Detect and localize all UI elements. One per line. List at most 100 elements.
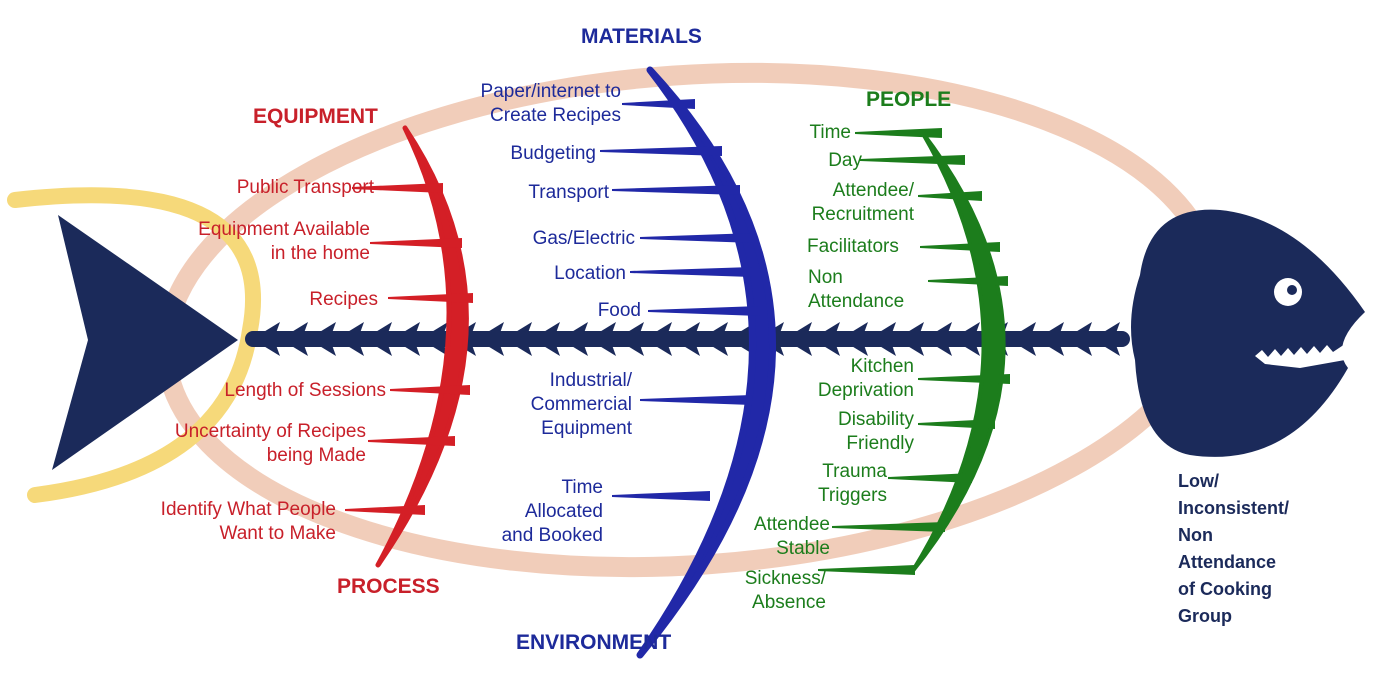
spine-spike — [318, 322, 336, 333]
cause-attendee-stable: Attendee Stable — [753, 514, 830, 559]
cause-time-allocated: Time Allocated and Booked — [501, 477, 603, 546]
cause-branch — [370, 238, 462, 248]
cause-branch — [640, 395, 752, 405]
spine-spike — [794, 345, 812, 356]
spine-spike — [962, 345, 980, 356]
cause-trauma-triggers: Trauma Triggers — [818, 461, 887, 506]
cause-branch — [390, 385, 470, 395]
spine-spike — [626, 322, 644, 333]
cause-budgeting: Budgeting — [510, 143, 596, 164]
spine-spike — [262, 322, 280, 333]
fish-head — [1131, 209, 1365, 457]
spine-spike — [1074, 322, 1092, 333]
cause-branch — [818, 565, 915, 575]
spine-spike — [1046, 322, 1064, 333]
spine-spike — [822, 345, 840, 356]
spine-spike — [542, 322, 560, 333]
cause-branch — [918, 374, 1010, 384]
cause-branch — [918, 191, 982, 201]
category-equipment: EQUIPMENT — [253, 105, 378, 128]
cause-disability-friendly: Disability Friendly — [837, 409, 914, 454]
cause-time: Time — [809, 122, 851, 143]
cause-paper-internet: Paper/internet to Create Recipes — [480, 81, 621, 126]
cause-facilitators: Facilitators — [807, 236, 899, 257]
spine-spike — [1102, 345, 1120, 356]
fish-teeth — [1255, 342, 1348, 368]
spine-spike — [1018, 322, 1036, 333]
materials-rib — [636, 66, 777, 659]
spine-spike — [962, 322, 980, 333]
cause-branches — [345, 99, 1010, 575]
cause-uncertainty-of-recipes: Uncertainty of Recipes being Made — [174, 421, 366, 466]
spine-spike — [374, 345, 392, 356]
spine-spike — [346, 322, 364, 333]
spine-spike — [654, 322, 672, 333]
spine-spike — [682, 322, 700, 333]
cause-food: Food — [597, 300, 641, 321]
fish-tail — [52, 215, 238, 470]
equipment-rib — [375, 125, 469, 568]
spine-spike — [710, 345, 728, 356]
spine-spike — [626, 345, 644, 356]
spine-spike — [682, 345, 700, 356]
cause-branch — [928, 276, 1008, 286]
spine-spike — [822, 322, 840, 333]
fish-pupil — [1287, 285, 1297, 295]
cause-identify-what-people: Identify What People Want to Make — [160, 499, 336, 544]
cause-kitchen-deprivation: Kitchen Deprivation — [817, 356, 914, 401]
spine-spike — [1074, 345, 1092, 356]
spine-spike — [290, 345, 308, 356]
spine-spike — [598, 345, 616, 356]
cause-branch — [630, 267, 752, 277]
spine-spike — [878, 322, 896, 333]
spine-spike — [346, 345, 364, 356]
cause-non-attendance: Non Attendance — [808, 267, 905, 312]
cause-branch — [832, 522, 945, 532]
category-people: PEOPLE — [866, 88, 952, 111]
spine-spike — [290, 322, 308, 333]
spine-spike — [850, 322, 868, 333]
cause-industrial-commercial: Industrial/ Commercial Equipment — [530, 370, 632, 439]
spine-spike — [934, 345, 952, 356]
cause-sickness-absence: Sickness/ Absence — [744, 568, 826, 613]
cause-length-of-sessions: Length of Sessions — [224, 380, 386, 401]
spine-spike — [262, 345, 280, 356]
cause-public-transport: Public Transport — [236, 177, 374, 198]
cause-recipes: Recipes — [309, 289, 378, 310]
spine-spike — [878, 345, 896, 356]
spine-spike — [374, 322, 392, 333]
spine-spike — [598, 322, 616, 333]
spine-spike — [542, 345, 560, 356]
cause-branch — [855, 128, 942, 138]
spine-spike — [794, 322, 812, 333]
cause-branch — [612, 491, 710, 501]
spine-spike — [514, 322, 532, 333]
spine-spike — [906, 322, 924, 333]
spine-spike — [430, 322, 448, 333]
cause-transport: Transport — [528, 182, 609, 203]
cause-branch — [920, 242, 1000, 252]
cause-gas-electric: Gas/Electric — [532, 228, 635, 249]
spine-spike — [402, 322, 420, 333]
spine-spike — [710, 322, 728, 333]
spine-spike — [1018, 345, 1036, 356]
spine-spike — [486, 322, 504, 333]
cause-branch — [345, 505, 425, 515]
cause-branch — [368, 436, 455, 446]
spine-spike — [514, 345, 532, 356]
spine-spike — [570, 345, 588, 356]
cause-branch — [648, 306, 760, 316]
category-environment: ENVIRONMENT — [516, 631, 672, 654]
spine-spike — [654, 345, 672, 356]
spine-spike — [430, 345, 448, 356]
cause-location: Location — [554, 263, 626, 284]
problem-statement: Low/ Inconsistent/ Non Attendance of Coo… — [1178, 471, 1290, 626]
cause-day: Day — [828, 150, 862, 171]
category-materials: MATERIALS — [581, 25, 702, 48]
tail-ring-arc — [7, 187, 262, 503]
cause-branch — [640, 233, 755, 243]
cause-branch — [918, 419, 995, 429]
spine-spike — [850, 345, 868, 356]
